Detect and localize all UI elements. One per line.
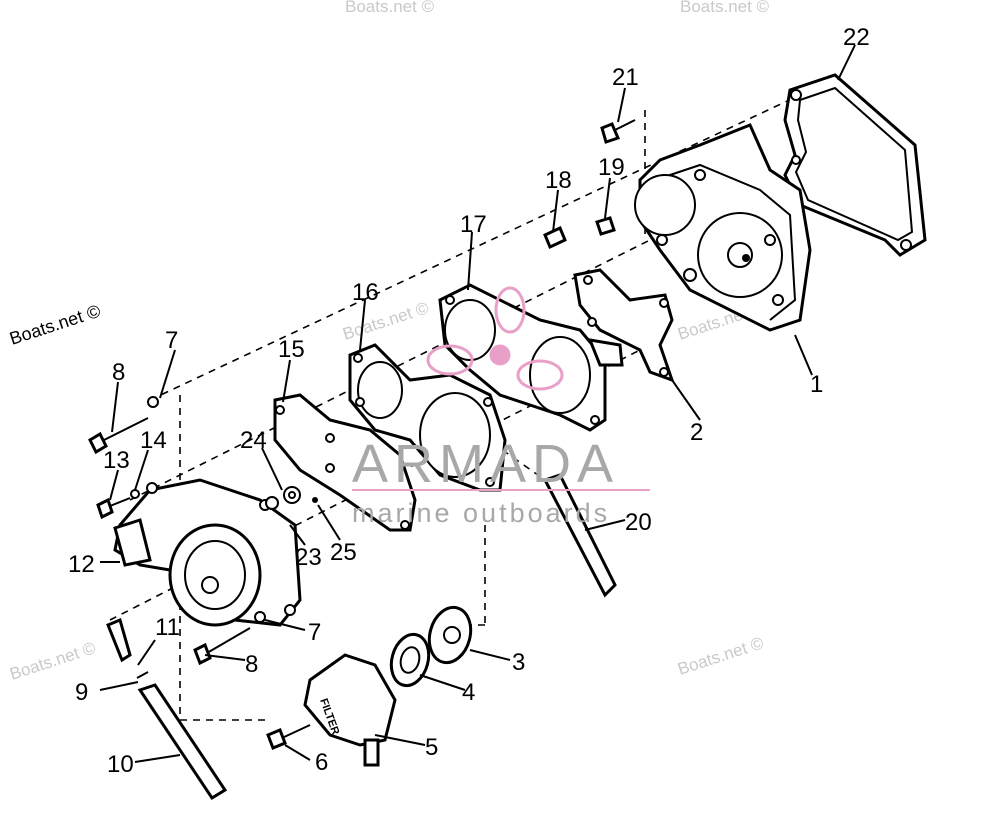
callout-4: 4 xyxy=(462,679,475,706)
callout-17: 17 xyxy=(460,211,487,238)
callout-23: 23 xyxy=(295,544,322,571)
callout-7-bottom: 7 xyxy=(308,619,321,646)
valve-plate-17 xyxy=(438,283,624,432)
watermark: Boats.net © xyxy=(7,638,98,684)
callout-16: 16 xyxy=(352,279,379,306)
callout-2: 2 xyxy=(690,419,703,446)
plate-2 xyxy=(573,268,675,383)
watermark: Boats.net © xyxy=(7,301,103,349)
seals xyxy=(265,486,318,510)
callout-21: 21 xyxy=(612,64,639,91)
hose-20 xyxy=(542,473,617,598)
brand-mark-icon xyxy=(426,286,564,391)
filter-assembly: FILTER xyxy=(266,605,473,767)
callout-1: 1 xyxy=(810,371,823,398)
brand-logo: ARMADA marine outboards xyxy=(352,286,650,528)
callout-20: 20 xyxy=(625,509,652,536)
callout-8-bottom: 8 xyxy=(245,651,258,678)
callout-22: 22 xyxy=(843,24,870,51)
callout-19: 19 xyxy=(598,154,625,181)
callout-18: 18 xyxy=(545,167,572,194)
callout-11: 11 xyxy=(155,614,180,641)
gasket-22 xyxy=(783,73,927,257)
callout-5: 5 xyxy=(425,734,438,761)
callout-12: 12 xyxy=(68,551,95,578)
callout-3: 3 xyxy=(512,649,525,676)
callout-6: 6 xyxy=(315,749,328,776)
brand-tagline: marine outboards xyxy=(352,498,610,528)
callout-labels: 1 2 3 4 5 6 7 7 8 8 9 10 11 12 13 14 15 … xyxy=(68,24,870,778)
gasket-16 xyxy=(348,343,507,492)
watermark: Boats.net © xyxy=(680,0,770,16)
callout-10: 10 xyxy=(107,751,134,778)
bolts-left xyxy=(88,396,266,666)
leader-lines xyxy=(99,44,856,763)
brand-name: ARMADA xyxy=(352,434,619,494)
watermark: Boats.net © xyxy=(345,0,435,16)
callout-15: 15 xyxy=(278,336,305,363)
diaphragm-15 xyxy=(273,393,417,532)
callout-7-top: 7 xyxy=(165,327,178,354)
callout-13: 13 xyxy=(103,447,130,474)
pump-housing-12 xyxy=(113,478,302,627)
callout-25: 25 xyxy=(330,539,357,566)
fitting-11 xyxy=(106,617,228,801)
callout-14: 14 xyxy=(140,427,167,454)
watermark: Boats.net © xyxy=(675,633,766,679)
callout-24: 24 xyxy=(240,427,267,454)
callout-8-top: 8 xyxy=(112,359,125,386)
callout-9: 9 xyxy=(75,679,88,706)
pump-body-1 xyxy=(634,123,812,332)
fasteners-top xyxy=(543,119,636,250)
